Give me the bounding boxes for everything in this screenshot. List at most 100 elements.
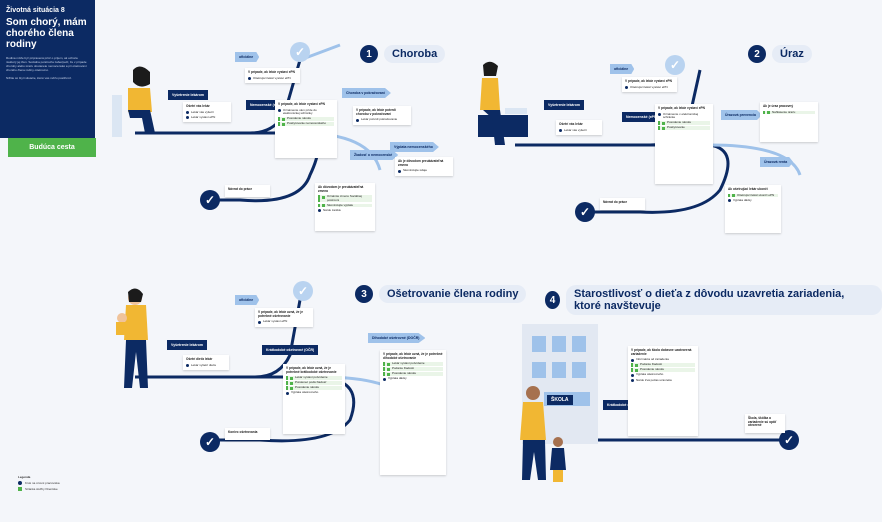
card-row-text: Skontrolujte výplatu — [327, 202, 354, 207]
card-heading: V prípade, ak lekár vystaví ePN — [248, 70, 295, 74]
s3-card-care-needed: V prípade, ak lekár uzná, že je potrebné… — [255, 308, 313, 327]
bullet-icon — [658, 112, 661, 116]
s4-school-sign: ŠKOLA — [547, 395, 573, 405]
bullet-icon — [318, 209, 321, 213]
card-row: Nárok trvá počas uzavretia — [631, 377, 695, 383]
s4-card-closure: V prípade, ak škola dočasne uzatvorená z… — [628, 346, 698, 436]
card-row-text: Nárok trvá počas uzavretia — [636, 377, 672, 382]
service-check-icon — [387, 362, 390, 366]
future-journey-button[interactable]: Budúca cesta — [8, 138, 96, 157]
s2-flag-prevention: Úrazová prevencia — [721, 110, 762, 120]
card-row-service: Ošetrujúci lekár ukončí ePN — [728, 192, 778, 198]
card-heading: V prípade, ak lekár vystaví ePN — [278, 102, 325, 106]
bullet-icon — [631, 378, 634, 382]
bullet-icon — [398, 169, 401, 173]
bullet-icon — [258, 320, 261, 324]
s1-card-epn: V prípade, ak lekár vystaví ePN Ošetrujú… — [245, 68, 300, 84]
card-row-text: Ošetrujúci lekár vystaví ePN — [630, 84, 668, 89]
section-2-name: Úraz — [772, 45, 812, 63]
father-child-illustration — [520, 386, 566, 482]
service-check-icon — [322, 204, 325, 208]
card-row-text: Výplata dávky — [733, 197, 752, 202]
card-row-text: Výplata ošetrovného — [636, 372, 664, 377]
card-row-text: Ošetrujúci lekár ukončí ePN — [737, 192, 775, 197]
service-check-icon — [662, 121, 665, 125]
service-check-icon — [635, 368, 638, 372]
card-row-service: Skontrolujte výplatu — [318, 202, 372, 208]
card-row-text: Poskytovanie — [667, 125, 685, 130]
section-3-name: Ošetrovanie člena rodiny — [379, 285, 527, 303]
card-heading: V prípade, ak lekár vystaví ePN — [658, 106, 705, 110]
legend-dot-icon — [18, 481, 22, 485]
s1-card-doctor: Ošetrí vás lekár Lekár vás vyšetrí Lekár… — [183, 102, 231, 123]
card-row-text: Lekár vyšetrí dieťa — [191, 362, 216, 367]
card-row: Nárok zaniká — [318, 207, 372, 213]
card-row: Informácia od zariadenia — [631, 358, 695, 362]
card-heading: Ošetrí vás lekár — [186, 104, 210, 108]
s1-card-benefit-detail: V prípade, ak lekár vystaví ePN Oznámeni… — [275, 100, 337, 158]
card-row-service: Podanie žiadosti — [383, 367, 443, 371]
s1-card-return: Návrat do práce — [225, 185, 270, 197]
s2-card-work-injury: Ak je úraz pracovný Nahlásenie úrazu — [760, 102, 818, 142]
s1-node-sickness-benefit: Nemocenské (ePN) — [246, 100, 286, 110]
card-row: Výplata ošetrovného — [631, 373, 695, 377]
card-heading: Návrat do práce — [228, 187, 253, 191]
card-heading: V prípade, ak škola dočasne uzatvorená z… — [631, 348, 692, 356]
s3-card-short-care: V prípade, ak lekár uzná, že je potrebné… — [283, 364, 345, 434]
card-row-text: Lekár vás vyšetrí — [191, 109, 214, 114]
service-check-icon — [282, 117, 285, 121]
checkmark-icon: ✓ — [293, 281, 313, 301]
card-heading: Ošetrí vás lekár — [559, 122, 583, 126]
card-row-text: Lekár vystaví ePN — [263, 319, 288, 324]
card-heading: Ak dôvodom je preukázateľná zmena — [318, 185, 364, 193]
legend-check-icon — [18, 487, 22, 491]
card-row-text: Podanie žiadosti — [392, 366, 415, 371]
card-row-text: Posúdenie nároku — [392, 371, 417, 376]
checkmark-icon: ✓ — [200, 432, 220, 452]
card-row-text: Lekár vystaví potvrdenie — [295, 375, 328, 380]
s4-node-short-care: Krátkodobé ošetrovné — [603, 400, 649, 410]
service-check-icon — [635, 363, 638, 367]
card-row-text: Poistenec podá žiadosť — [295, 380, 327, 385]
s2-flag-official: oficiálne — [610, 64, 635, 74]
bullet-icon — [186, 110, 189, 114]
s2-card-epn: V prípade, ak lekár vystaví ePN Ošetrujú… — [622, 77, 677, 93]
card-row: Lekár potvrdí pokračovanie — [356, 118, 408, 122]
section-4-name: Starostlivosť o dieťa z dôvodu uzavretia… — [565, 285, 882, 315]
bullet-icon — [356, 118, 359, 122]
s1-card-change: Ak je dôvodom preukázateľná zmena Skontr… — [395, 157, 453, 176]
bullet-icon — [186, 116, 189, 120]
card-heading: Ošetrí dieťa lekár — [186, 357, 213, 361]
service-check-icon — [322, 195, 325, 199]
card-row-text: Lekár vystaví potvrdenie — [392, 361, 425, 366]
s2-node-sickness-benefit: Nemocenské (ePN) — [622, 112, 662, 122]
card-row-service: Oznámte zmenu Sociálnej poisťovni — [318, 194, 372, 203]
s3-node-examination: Vyšetrenie lekárom — [167, 340, 207, 350]
legend-item-service: Stránka služby Klientske — [18, 487, 88, 491]
bullet-icon — [625, 85, 628, 89]
card-row: Výplata dávky — [728, 197, 778, 203]
service-check-icon — [282, 122, 285, 126]
card-row-service: Posúdenie nároku — [383, 372, 443, 376]
sidebar-description: Rodina môže byť pripravená prísť o príje… — [6, 56, 87, 72]
card-row-text: Nárok zaniká — [323, 207, 341, 212]
life-situation-label: Životná situácia 8 — [6, 7, 65, 14]
section-1-name: Choroba — [384, 45, 446, 63]
bullet-icon — [728, 199, 731, 203]
section-4-number: 4 — [545, 291, 560, 309]
card-heading: V prípade, ak lekár potvrdí chorobu v po… — [356, 108, 396, 116]
card-row-text: Posúdenie nároku — [667, 120, 692, 125]
card-row: Lekár vystaví ePN — [258, 320, 310, 324]
card-row: Oznámenie vám príde do elektronickej sch… — [278, 108, 334, 116]
s1-card-continuation: V prípade, ak lekár potvrdí chorobu v po… — [353, 106, 411, 125]
card-row-text: Posúdenie nároku — [295, 385, 320, 390]
card-row: Lekár vás vyšetrí — [559, 128, 599, 133]
sidebar-note: Nižšie sú štyri situácie, ktoré vás môžu… — [6, 76, 72, 80]
card-row-text: Skontrolujte údaje — [403, 168, 428, 173]
card-row-service: Lekár vystaví potvrdenie — [286, 376, 342, 380]
card-row: Skontrolujte údaje — [398, 169, 450, 173]
card-row-service: Podanie žiadosti — [631, 363, 695, 367]
s3-card-long-care: V prípade, ak lekár uzná, že je potrebné… — [380, 350, 446, 475]
service-check-icon — [732, 193, 735, 197]
